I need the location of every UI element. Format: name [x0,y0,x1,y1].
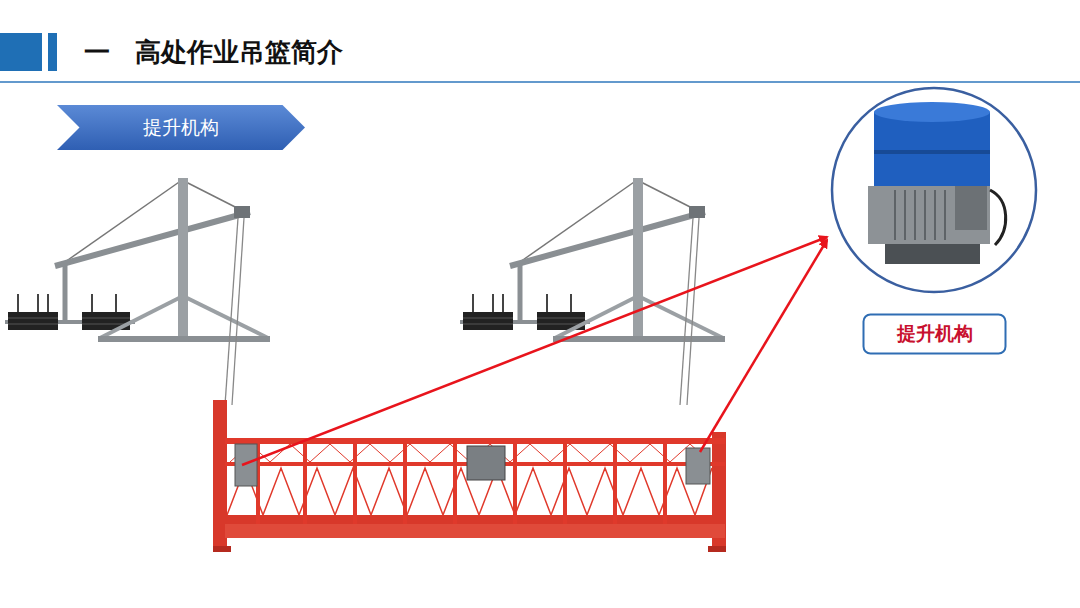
node-label: 提升机构 [897,322,973,346]
page-title: 高处作业吊篮简介 [135,35,343,69]
section-number: 一 [84,35,110,69]
label-box: 提升机构 [862,313,1007,355]
node-label: 提升机构 [143,116,219,140]
chevron-banner: 提升机构 [57,105,305,150]
